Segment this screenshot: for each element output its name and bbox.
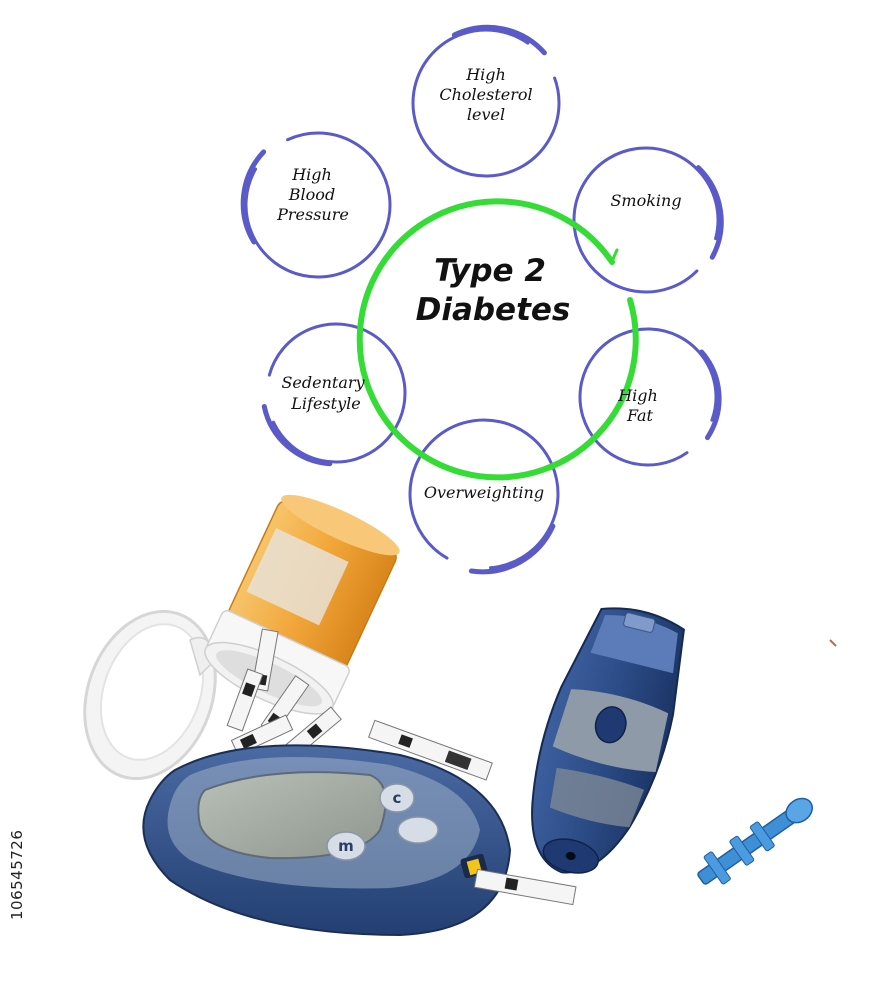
center-label-line1: Type 2: [434, 253, 546, 289]
factor-label-cholesterol-1: High: [465, 65, 506, 84]
ring-high-cholesterol-stroke: [451, 24, 547, 56]
factor-label-blood-pressure-3: Pressure: [276, 205, 349, 224]
svg-text:c: c: [393, 789, 402, 807]
center-label-line2: Diabetes: [416, 292, 571, 328]
center-ring: [356, 198, 639, 481]
factor-label-blood-pressure-1: High: [291, 165, 332, 184]
ring-sedentary-lifestyle: [267, 322, 407, 464]
factor-rings: [240, 24, 724, 575]
factor-label-overweighting: Overweighting: [424, 483, 544, 502]
stock-id: 106545726: [8, 829, 26, 921]
ring-smoking: [572, 146, 720, 294]
lancet: [697, 797, 813, 885]
ring-overweighting-stroke: [468, 523, 556, 575]
ring-sedentary-lifestyle-stroke: [261, 404, 333, 467]
ring-high-blood-pressure-stroke: [240, 149, 267, 245]
meter-button-m: m: [326, 831, 366, 861]
meter-button-c: c: [379, 783, 415, 813]
factor-label-smoking: Smoking: [610, 191, 681, 210]
factor-label-sedentary-1: Sedentary: [281, 373, 365, 392]
factor-label-cholesterol-2: Cholesterol: [439, 85, 532, 104]
speck: [829, 639, 837, 647]
test-strips: [226, 628, 493, 781]
factor-labels: High Cholesterol level Smoking High Fat …: [276, 65, 681, 502]
lancing-device: [531, 607, 685, 874]
factor-label-sedentary-2: Lifestyle: [290, 394, 360, 413]
testing-kit-photo: c m: [83, 494, 837, 937]
factor-label-cholesterol-3: level: [467, 105, 505, 124]
ring-high-fat-stroke: [699, 349, 722, 441]
meter-button-dot: [397, 816, 439, 844]
factor-label-fat-1: High: [617, 386, 658, 405]
factor-label-fat-2: Fat: [626, 406, 654, 425]
svg-text:m: m: [338, 837, 354, 855]
glucose-meter: c m: [142, 744, 577, 937]
factor-label-blood-pressure-2: Blood: [288, 185, 335, 204]
pill-bottle: [204, 494, 400, 715]
inserted-test-strip: [473, 868, 577, 906]
ring-smoking-stroke: [695, 165, 724, 260]
